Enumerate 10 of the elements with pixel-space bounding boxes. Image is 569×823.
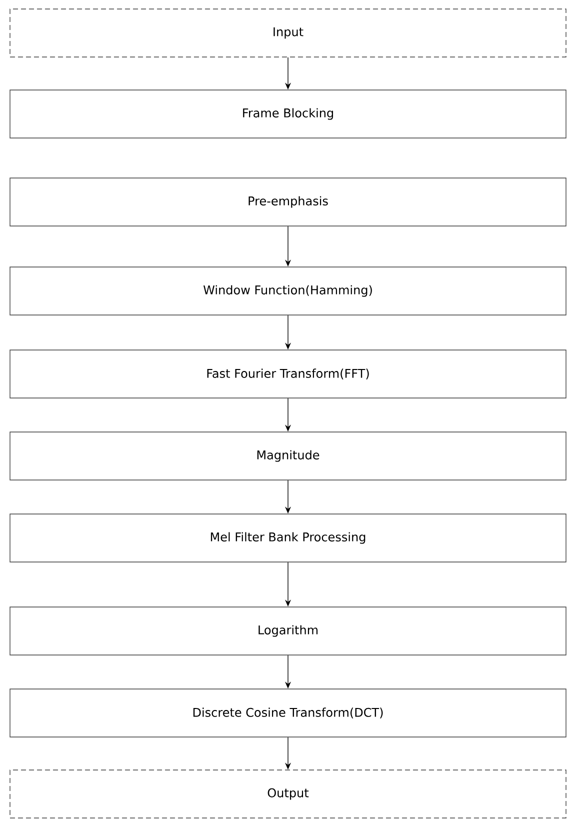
process-box: Window Function(Hamming) (10, 266, 566, 316)
io-box: Output (10, 770, 566, 818)
process-box: Discrete Cosine Transform(DCT) (10, 688, 566, 738)
process-box: Pre-emphasis (10, 178, 566, 226)
process-box: Fast Fourier Transform(FFT) (10, 350, 566, 398)
io-box: Input (10, 8, 566, 58)
process-box: Mel Filter Bank Processing (10, 514, 566, 562)
process-box: Logarithm (10, 606, 566, 656)
process-box: Frame Blocking (10, 90, 566, 138)
process-box: Magnitude (10, 432, 566, 480)
